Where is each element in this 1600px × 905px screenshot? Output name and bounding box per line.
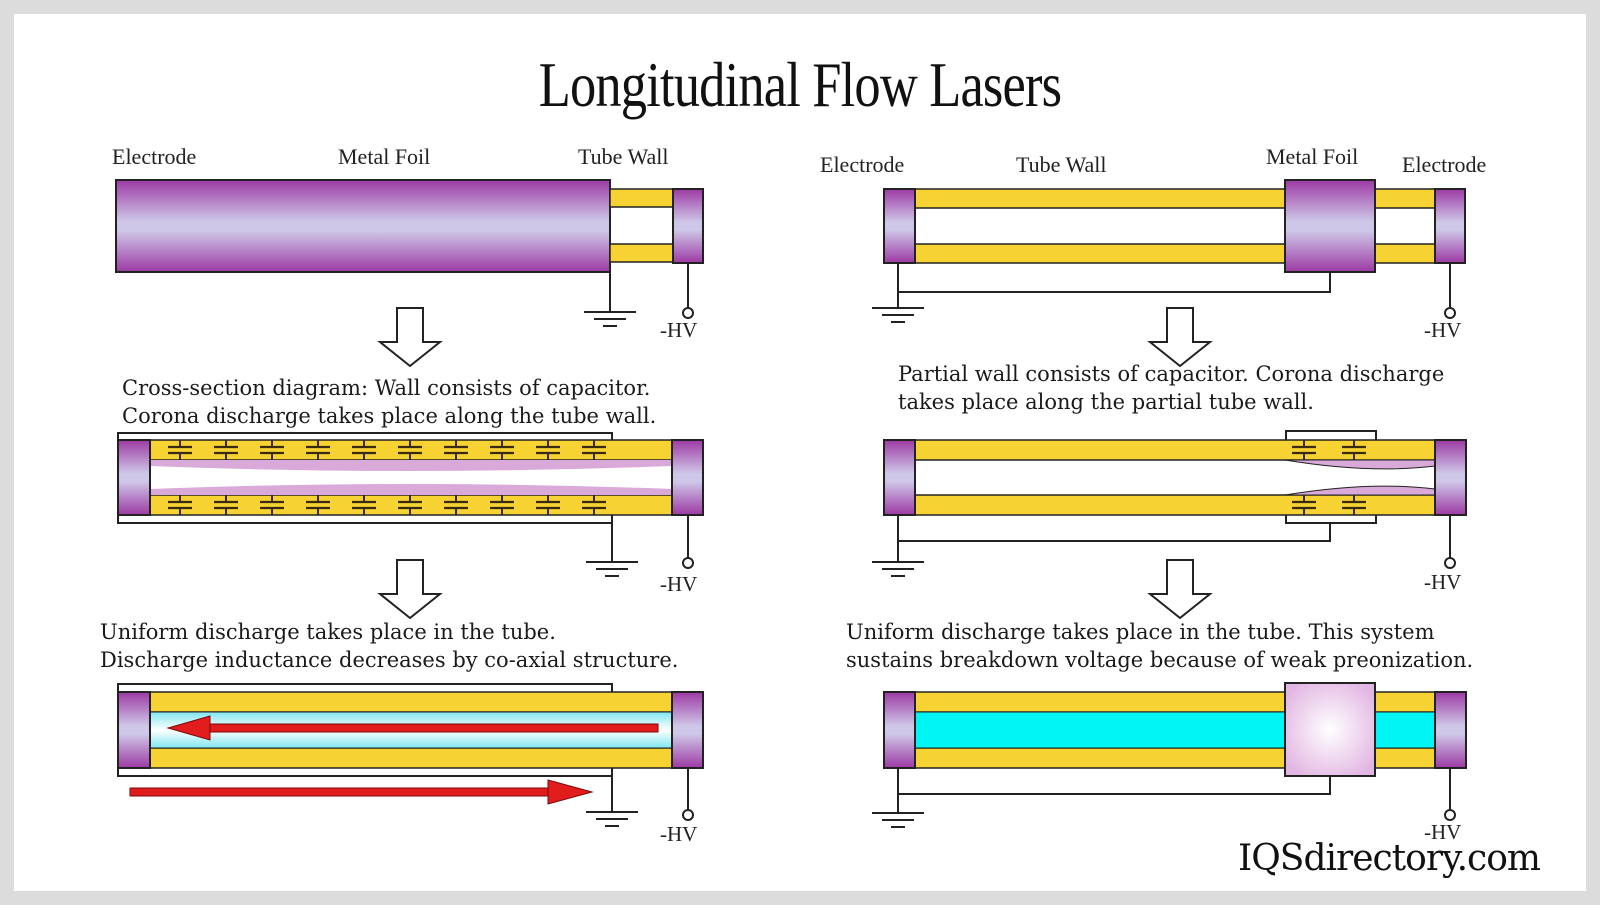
laser-arrow-left-icon — [166, 715, 659, 741]
right-caption-1-line-1: Partial wall consists of capacitor. Coro… — [898, 362, 1445, 386]
label-electrode-right: Electrode — [1402, 152, 1487, 177]
right-caption-2-line-1: Uniform discharge takes place in the tub… — [846, 620, 1435, 644]
metal-foil-electrode — [115, 179, 611, 273]
hv-label: -HV — [660, 822, 698, 846]
brand-watermark: IQSdirectory.com — [1238, 838, 1541, 879]
left-caption-2-line-2: Discharge inductance decreases by co-axi… — [100, 648, 679, 672]
hv-label: -HV — [660, 318, 698, 342]
left-bottom-tube — [117, 683, 704, 827]
hv-label: -HV — [660, 572, 698, 596]
hv-label: -HV — [1424, 820, 1462, 844]
arrow-down-icon — [379, 307, 441, 367]
arrow-down-icon — [1149, 559, 1211, 619]
metal-foil-electrode — [1284, 179, 1376, 273]
ground-icon — [583, 311, 637, 327]
current-arrow-right-icon — [129, 779, 594, 805]
hv-label: -HV — [1424, 570, 1462, 594]
metal-foil-electrode — [1284, 682, 1376, 777]
left-middle-tube — [117, 432, 704, 619]
label-tube-wall: Tube Wall — [1016, 152, 1107, 177]
arrow-down-icon — [1149, 307, 1211, 367]
label-metal-foil: Metal Foil — [1266, 144, 1359, 169]
label-electrode: Electrode — [112, 144, 197, 169]
left-top-tube — [115, 179, 704, 367]
left-caption-2-line-1: Uniform discharge takes place in the tub… — [100, 620, 556, 644]
right-top-tube — [871, 179, 1466, 367]
right-middle-tube — [871, 430, 1467, 619]
right-caption-2-line-2: sustains breakdown voltage because of we… — [846, 648, 1474, 672]
left-caption-1-line-1: Cross-section diagram: Wall consists of … — [122, 376, 651, 400]
right-caption-1-line-2: takes place along the partial tube wall. — [898, 390, 1314, 414]
label-metal-foil: Metal Foil — [338, 144, 431, 169]
left-caption-1-line-2: Corona discharge takes place along the t… — [122, 404, 657, 428]
hv-label: -HV — [1424, 318, 1462, 342]
arrow-down-icon — [379, 559, 441, 619]
label-electrode-left: Electrode — [820, 152, 905, 177]
electrode-right — [672, 188, 704, 264]
page-title: Longitudinal Flow Lasers — [538, 49, 1062, 120]
right-bottom-tube — [871, 682, 1467, 828]
label-tube-wall: Tube Wall — [578, 144, 669, 169]
